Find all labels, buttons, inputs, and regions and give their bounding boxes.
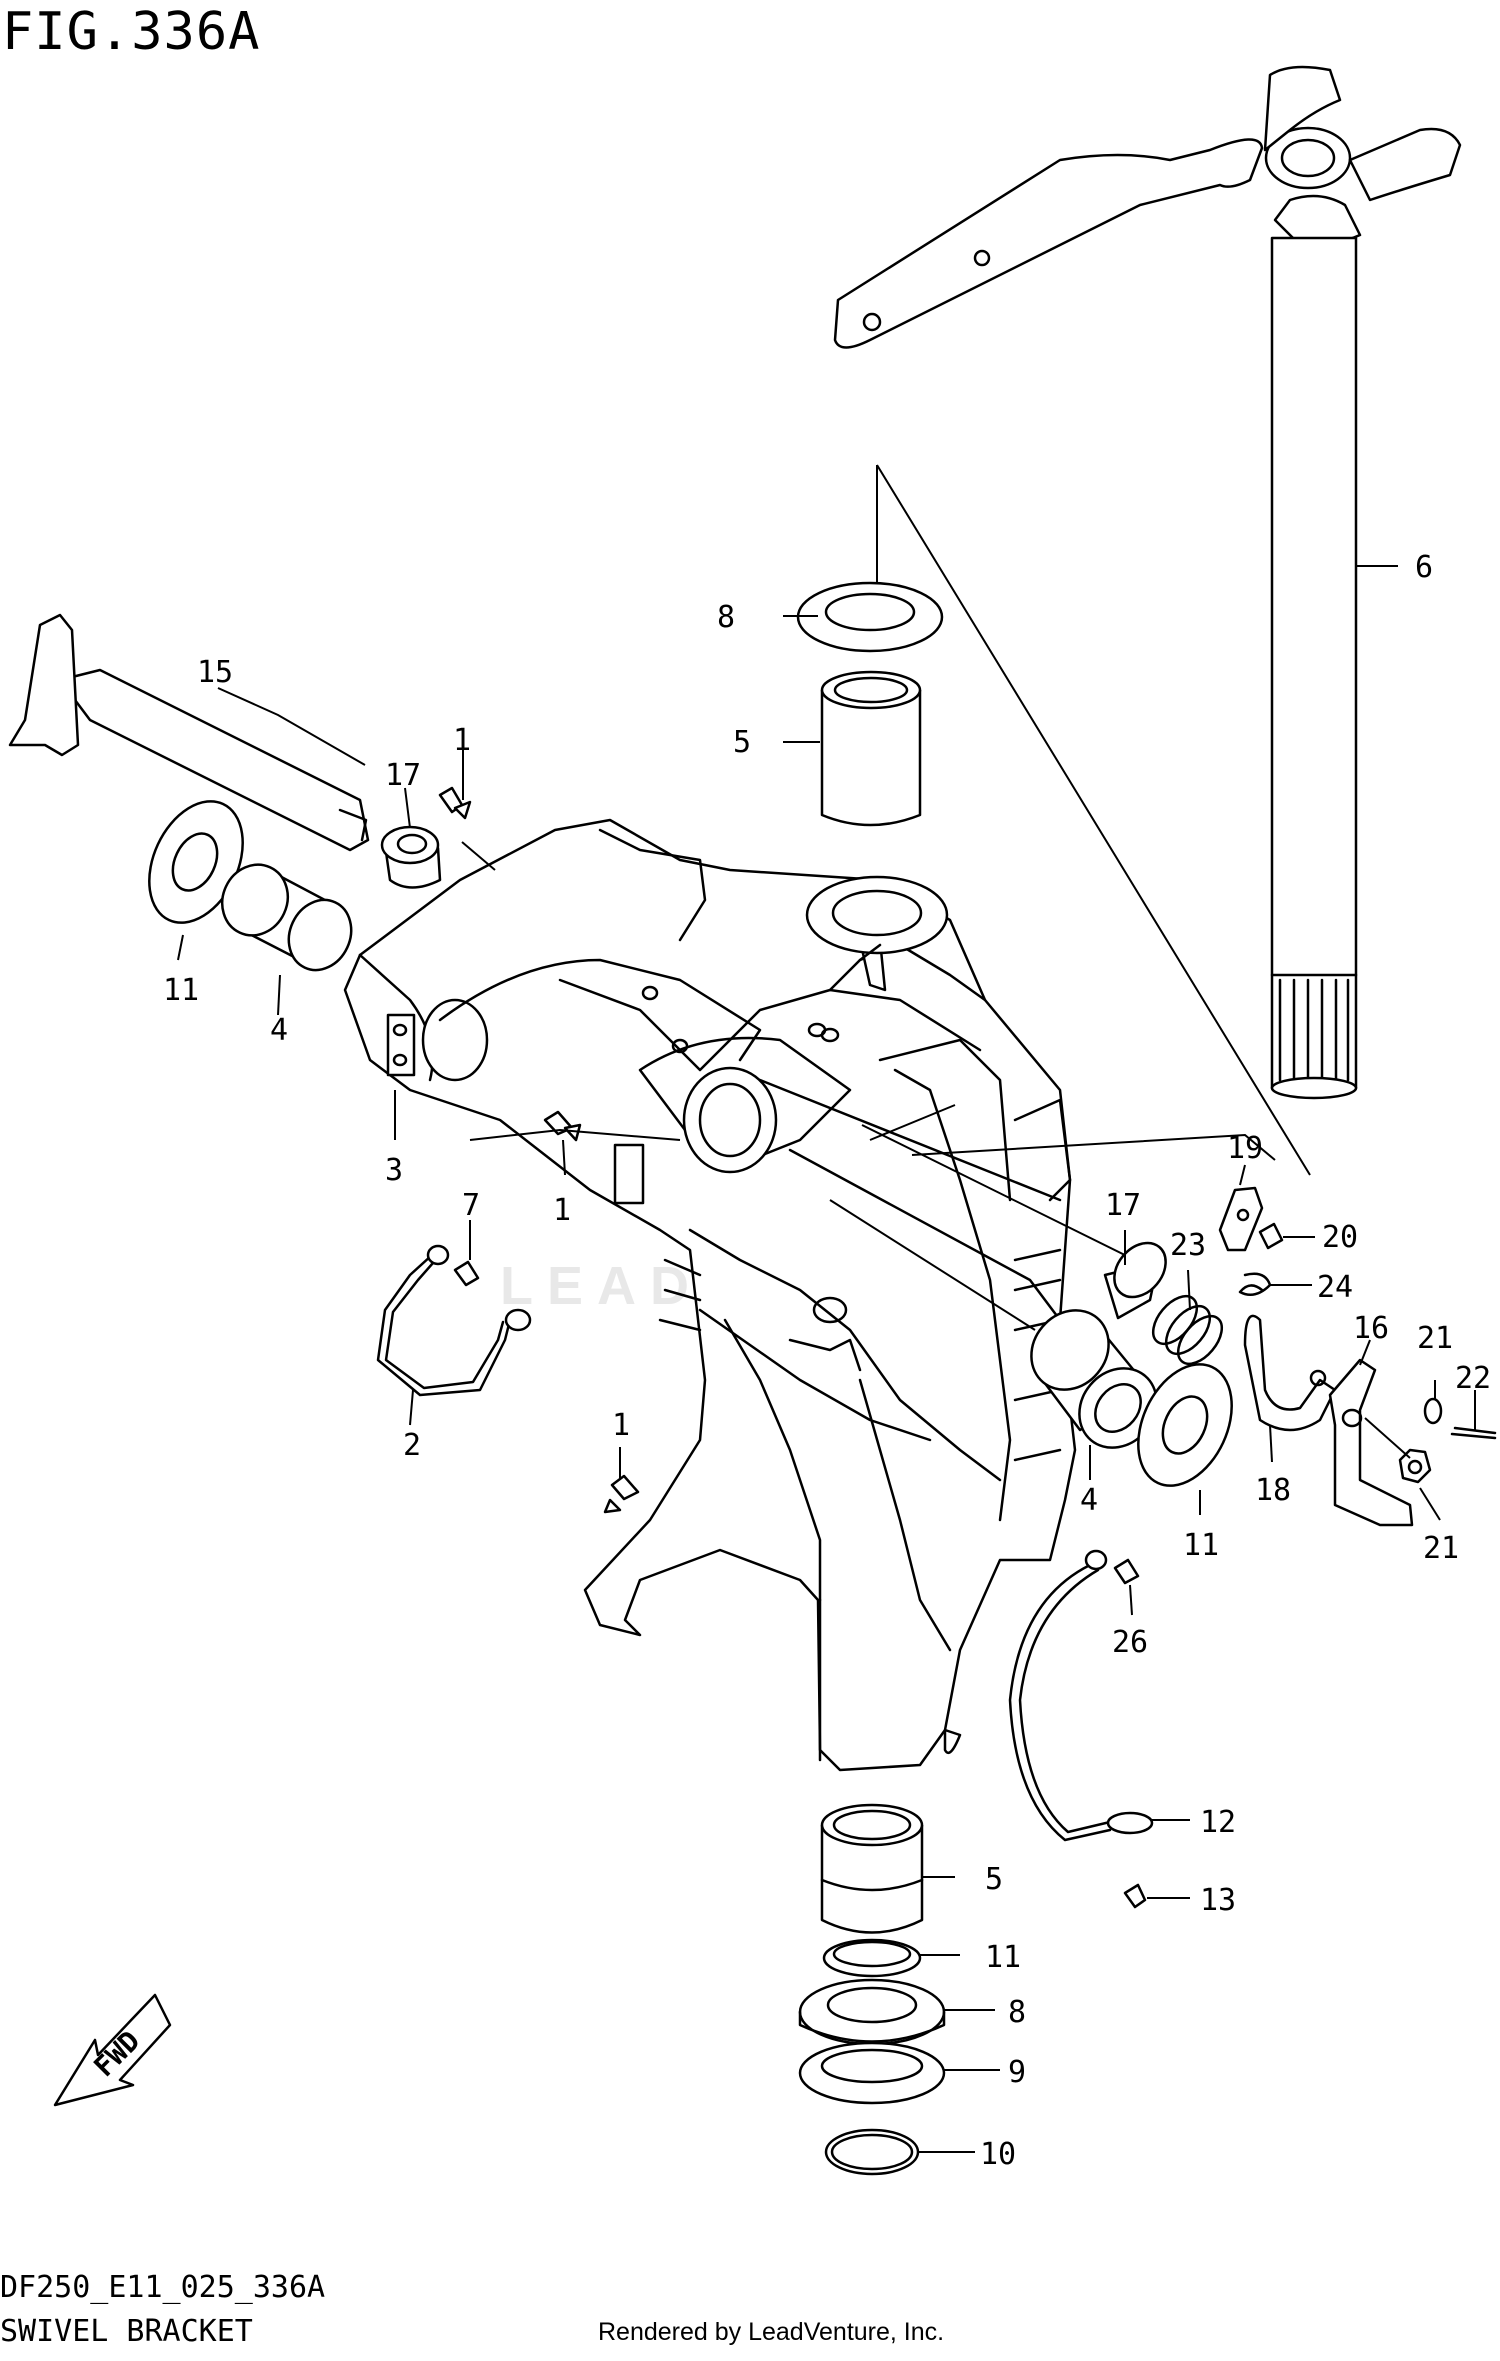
callout-5-bottom: 5 xyxy=(985,1862,1003,1897)
callout-22: 21 xyxy=(1417,1321,1453,1356)
part-washer-22 xyxy=(1423,1397,1443,1425)
callout-25: 24 xyxy=(1317,1270,1353,1305)
callout-4-right: 4 xyxy=(1080,1483,1098,1518)
callout-2: 2 xyxy=(403,1428,421,1463)
callout-4-left: 4 xyxy=(270,1013,288,1048)
callout-14: 13 xyxy=(1200,1883,1236,1918)
callout-1-mid: 1 xyxy=(553,1193,571,1228)
part-washer-top xyxy=(796,581,944,653)
callout-6: 6 xyxy=(1415,550,1433,585)
part-bushing-left xyxy=(220,863,353,972)
part-seal-9 xyxy=(798,2041,946,2105)
part-grease-nipple-top xyxy=(438,786,472,820)
callout-18: 18 xyxy=(1255,1473,1291,1508)
callout-11-right: 11 xyxy=(1183,1528,1219,1563)
callout-numbers: 8 5 6 15 1 17 11 4 3 1 7 2 1 17 23 19 20… xyxy=(163,550,1491,2172)
figure-title: FIG.336A xyxy=(2,2,261,62)
part-bolt-ground-upper xyxy=(453,1260,480,1287)
part-spring-25 xyxy=(1238,1272,1272,1297)
part-cotter-pin xyxy=(1450,1426,1497,1440)
part-lever xyxy=(1243,1314,1337,1432)
part-bushing-bottom xyxy=(820,1803,924,1934)
callout-21: 21 xyxy=(1423,1531,1459,1566)
callout-17-top: 17 xyxy=(385,758,421,793)
part-spring xyxy=(1151,1294,1224,1366)
diagram-code: DF250_E11_025_336A xyxy=(0,2270,326,2305)
part-bolt-14 xyxy=(1123,1883,1147,1909)
part-tilt-pin xyxy=(8,613,370,852)
fwd-arrow: FWD xyxy=(53,1993,172,2107)
callout-5-top: 5 xyxy=(733,725,751,760)
part-nut-21 xyxy=(1364,1417,1432,1484)
part-washer-bottom xyxy=(798,1978,946,2046)
callout-12: 11 xyxy=(985,1940,1021,1975)
callout-15: 15 xyxy=(197,655,233,690)
leader-lines xyxy=(177,565,1476,2153)
callout-23: 22 xyxy=(1455,1361,1491,1396)
part-ground-wire-upper xyxy=(376,1244,532,1397)
callout-1-low: 1 xyxy=(612,1408,630,1443)
callout-24: 23 xyxy=(1170,1228,1206,1263)
part-circlip xyxy=(824,2128,920,2176)
part-swivel-bracket-body xyxy=(343,818,1077,1772)
callout-1-top: 1 xyxy=(453,723,471,758)
diagram-name: SWIVEL BRACKET xyxy=(0,2314,253,2349)
rendered-by: Rendered by LeadVenture, Inc. xyxy=(598,2318,945,2346)
callout-13: 12 xyxy=(1200,1805,1236,1840)
part-washer-left xyxy=(148,800,244,924)
callout-26: 26 xyxy=(1112,1625,1148,1660)
callout-9: 9 xyxy=(1008,2055,1026,2090)
part-ground-wire-lower xyxy=(1008,1549,1154,1842)
callout-7: 7 xyxy=(462,1188,480,1223)
part-bushing-upper-left xyxy=(380,825,442,889)
callout-19: 19 xyxy=(1227,1131,1263,1166)
part-washer-right xyxy=(1137,1363,1233,1487)
part-bushing-lower-right xyxy=(1030,1309,1158,1449)
part-grease-nipple-low xyxy=(603,1474,640,1514)
part-stopper-plate xyxy=(1218,1186,1264,1252)
part-bolt-20 xyxy=(1258,1222,1284,1250)
callout-8-bottom: 8 xyxy=(1008,1995,1026,2030)
callout-11-left: 11 xyxy=(163,973,199,1008)
part-bushing-top xyxy=(820,670,922,827)
part-bushing-right xyxy=(1103,1241,1167,1320)
callout-17-right: 17 xyxy=(1105,1188,1141,1223)
part-steering-shaft xyxy=(833,65,1462,1100)
callout-20: 20 xyxy=(1322,1220,1358,1255)
callout-16: 16 xyxy=(1353,1311,1389,1346)
callout-10: 10 xyxy=(980,2137,1016,2172)
callout-8-top: 8 xyxy=(717,600,735,635)
callout-3: 3 xyxy=(385,1153,403,1188)
part-ring-12 xyxy=(822,1938,922,1978)
part-bracket-16 xyxy=(1328,1358,1414,1527)
part-bolt-26 xyxy=(1113,1558,1140,1585)
